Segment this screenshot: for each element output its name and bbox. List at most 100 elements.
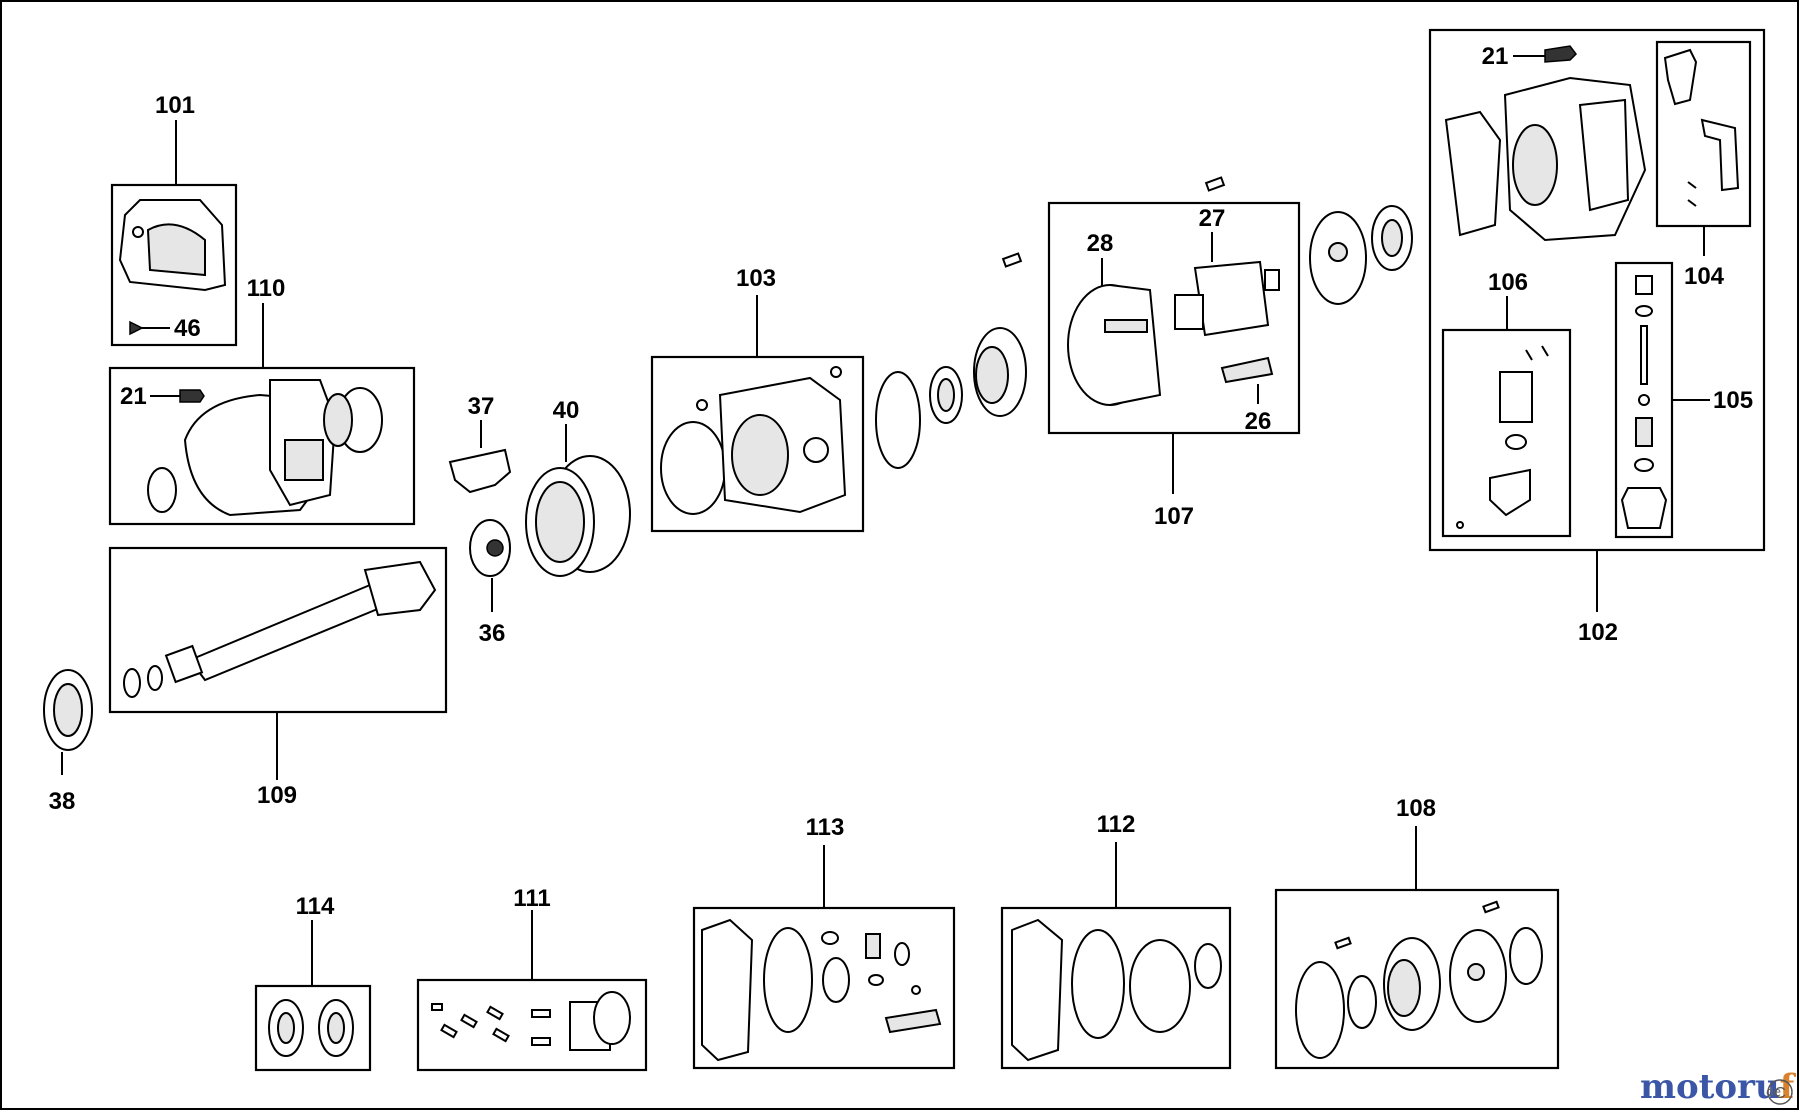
kit-gasket-icon	[701, 918, 754, 1062]
anvil-shaft-icon	[188, 583, 382, 682]
label-21-left: 21	[120, 383, 147, 410]
label-36: 36	[479, 620, 506, 647]
part-104-trigger-icon	[1663, 48, 1698, 106]
label-110: 110	[247, 275, 286, 302]
rear-dowel-pin-icon	[1204, 176, 1226, 192]
kit-112-gasket-icon	[1011, 918, 1064, 1062]
valve-oring-icon	[1505, 434, 1527, 450]
label-109: 109	[257, 782, 297, 809]
part-112-group: 112	[1000, 811, 1232, 1070]
part-27-rotor-icon	[1193, 260, 1270, 337]
handle-grip-icon	[1578, 98, 1630, 212]
label-113: 113	[806, 814, 845, 841]
label-38: 38	[49, 788, 76, 815]
kit-oring-icon	[821, 931, 839, 945]
housing-bore-icon	[731, 414, 789, 496]
pin-3-icon	[460, 1013, 478, 1029]
label-28: 28	[1087, 230, 1114, 257]
label-111: 111	[513, 885, 550, 912]
front-bearing-bore-icon	[937, 378, 955, 412]
housing-pin-icon	[696, 399, 708, 411]
kit-oring-3-icon	[868, 974, 884, 986]
part-26-vane-icon	[1220, 356, 1274, 384]
cover-recess-icon	[146, 223, 206, 277]
kit-112-seal-icon	[1194, 943, 1222, 989]
corner-mark-text: C	[1774, 1085, 1786, 1102]
valve-knob-icon	[1489, 468, 1531, 517]
valve-ball-icon	[1456, 521, 1464, 529]
label-112: 112	[1097, 811, 1136, 838]
part-103-group: 103	[650, 265, 865, 533]
part-113-group: 113	[692, 814, 956, 1070]
front-plate-stack	[875, 252, 1027, 469]
dowel-pin-icon	[1001, 252, 1023, 268]
seal-ring-icon	[147, 467, 177, 513]
part-109-group: 109	[108, 546, 448, 809]
kit-108-pin-2-icon	[1482, 900, 1500, 914]
kit-108-rear-bearing-icon	[1509, 927, 1543, 985]
kit-108-gasket-icon	[1295, 961, 1345, 1059]
bushing-111-face-icon	[593, 991, 631, 1045]
part-106-reverse-valve-icon	[1499, 371, 1533, 423]
case-port-icon	[284, 439, 324, 481]
bushing-face-icon	[323, 393, 353, 447]
handle-bore-icon	[1512, 124, 1558, 206]
label-37: 37	[468, 393, 495, 420]
part-101-box	[110, 183, 238, 347]
watermark: motoruf de C	[1640, 1067, 1797, 1107]
rear-bearing-bore-icon	[1381, 219, 1403, 257]
kit-108-pin-icon	[1334, 936, 1352, 950]
watermark-suffix: de	[1766, 1085, 1781, 1099]
part-21-screw-icon	[179, 389, 205, 403]
valve-pin-icon	[1525, 349, 1533, 361]
label-40: 40	[553, 397, 580, 424]
kit-spring-icon	[865, 933, 881, 959]
pin-4-icon	[486, 1005, 504, 1021]
part-111-group: 111	[416, 885, 648, 1072]
cylinder-side-icon	[1109, 284, 1162, 406]
handle-gasket-icon	[1444, 110, 1502, 237]
label-27: 27	[1199, 205, 1226, 232]
kit-ball-icon	[911, 985, 921, 995]
part-108-group: 108	[1274, 795, 1560, 1070]
parts-37-40-36-group: 37 40 36	[448, 393, 631, 647]
roll-pin-icon	[1687, 181, 1697, 189]
anvil-retainer-icon	[147, 665, 163, 691]
housing-port-icon	[803, 437, 829, 463]
kit-oring-2-icon	[894, 942, 910, 966]
throttle-plug-icon	[1635, 275, 1653, 295]
label-108: 108	[1396, 795, 1436, 822]
label-105: 105	[1713, 387, 1753, 414]
bearing-b-bore-icon	[327, 1012, 345, 1044]
label-106: 106	[1488, 269, 1528, 296]
pin-6-icon	[531, 1009, 551, 1018]
valve-pin-2-icon	[1541, 345, 1549, 357]
part-38-group: 38	[43, 669, 93, 815]
label-101: 101	[155, 92, 195, 119]
handle-screw-icon	[1544, 45, 1577, 63]
kit-108-front-plate-face-icon	[1387, 959, 1421, 1017]
cover-hole-icon	[132, 226, 144, 238]
part-114-group: 114	[254, 893, 372, 1072]
kit-bearing-icon	[822, 957, 850, 1003]
part-102-group: 102 21 104 106 105	[1428, 28, 1766, 646]
anvil-oring-icon	[123, 668, 141, 698]
label-46: 46	[174, 315, 201, 342]
label-102: 102	[1578, 619, 1618, 646]
pin-icon	[431, 1003, 443, 1011]
label-104: 104	[1684, 263, 1725, 290]
label-107: 107	[1154, 503, 1194, 530]
kit-108-rear-plate-hole-icon	[1467, 963, 1485, 981]
hammer-frame-bore-icon	[535, 481, 585, 563]
kit-108-bearing-icon	[1347, 975, 1377, 1029]
watermark-text: motoruf	[1640, 1067, 1797, 1107]
air-inlet-icon	[1620, 487, 1668, 529]
part-104-lever-icon	[1700, 118, 1740, 192]
throttle-stem-icon	[1640, 325, 1648, 385]
part-110-group: 110 21	[108, 275, 416, 526]
kit-plate-gasket-icon	[763, 927, 813, 1033]
kit-112-oring-icon	[1129, 939, 1191, 1033]
rear-plate-stack	[1309, 205, 1413, 305]
